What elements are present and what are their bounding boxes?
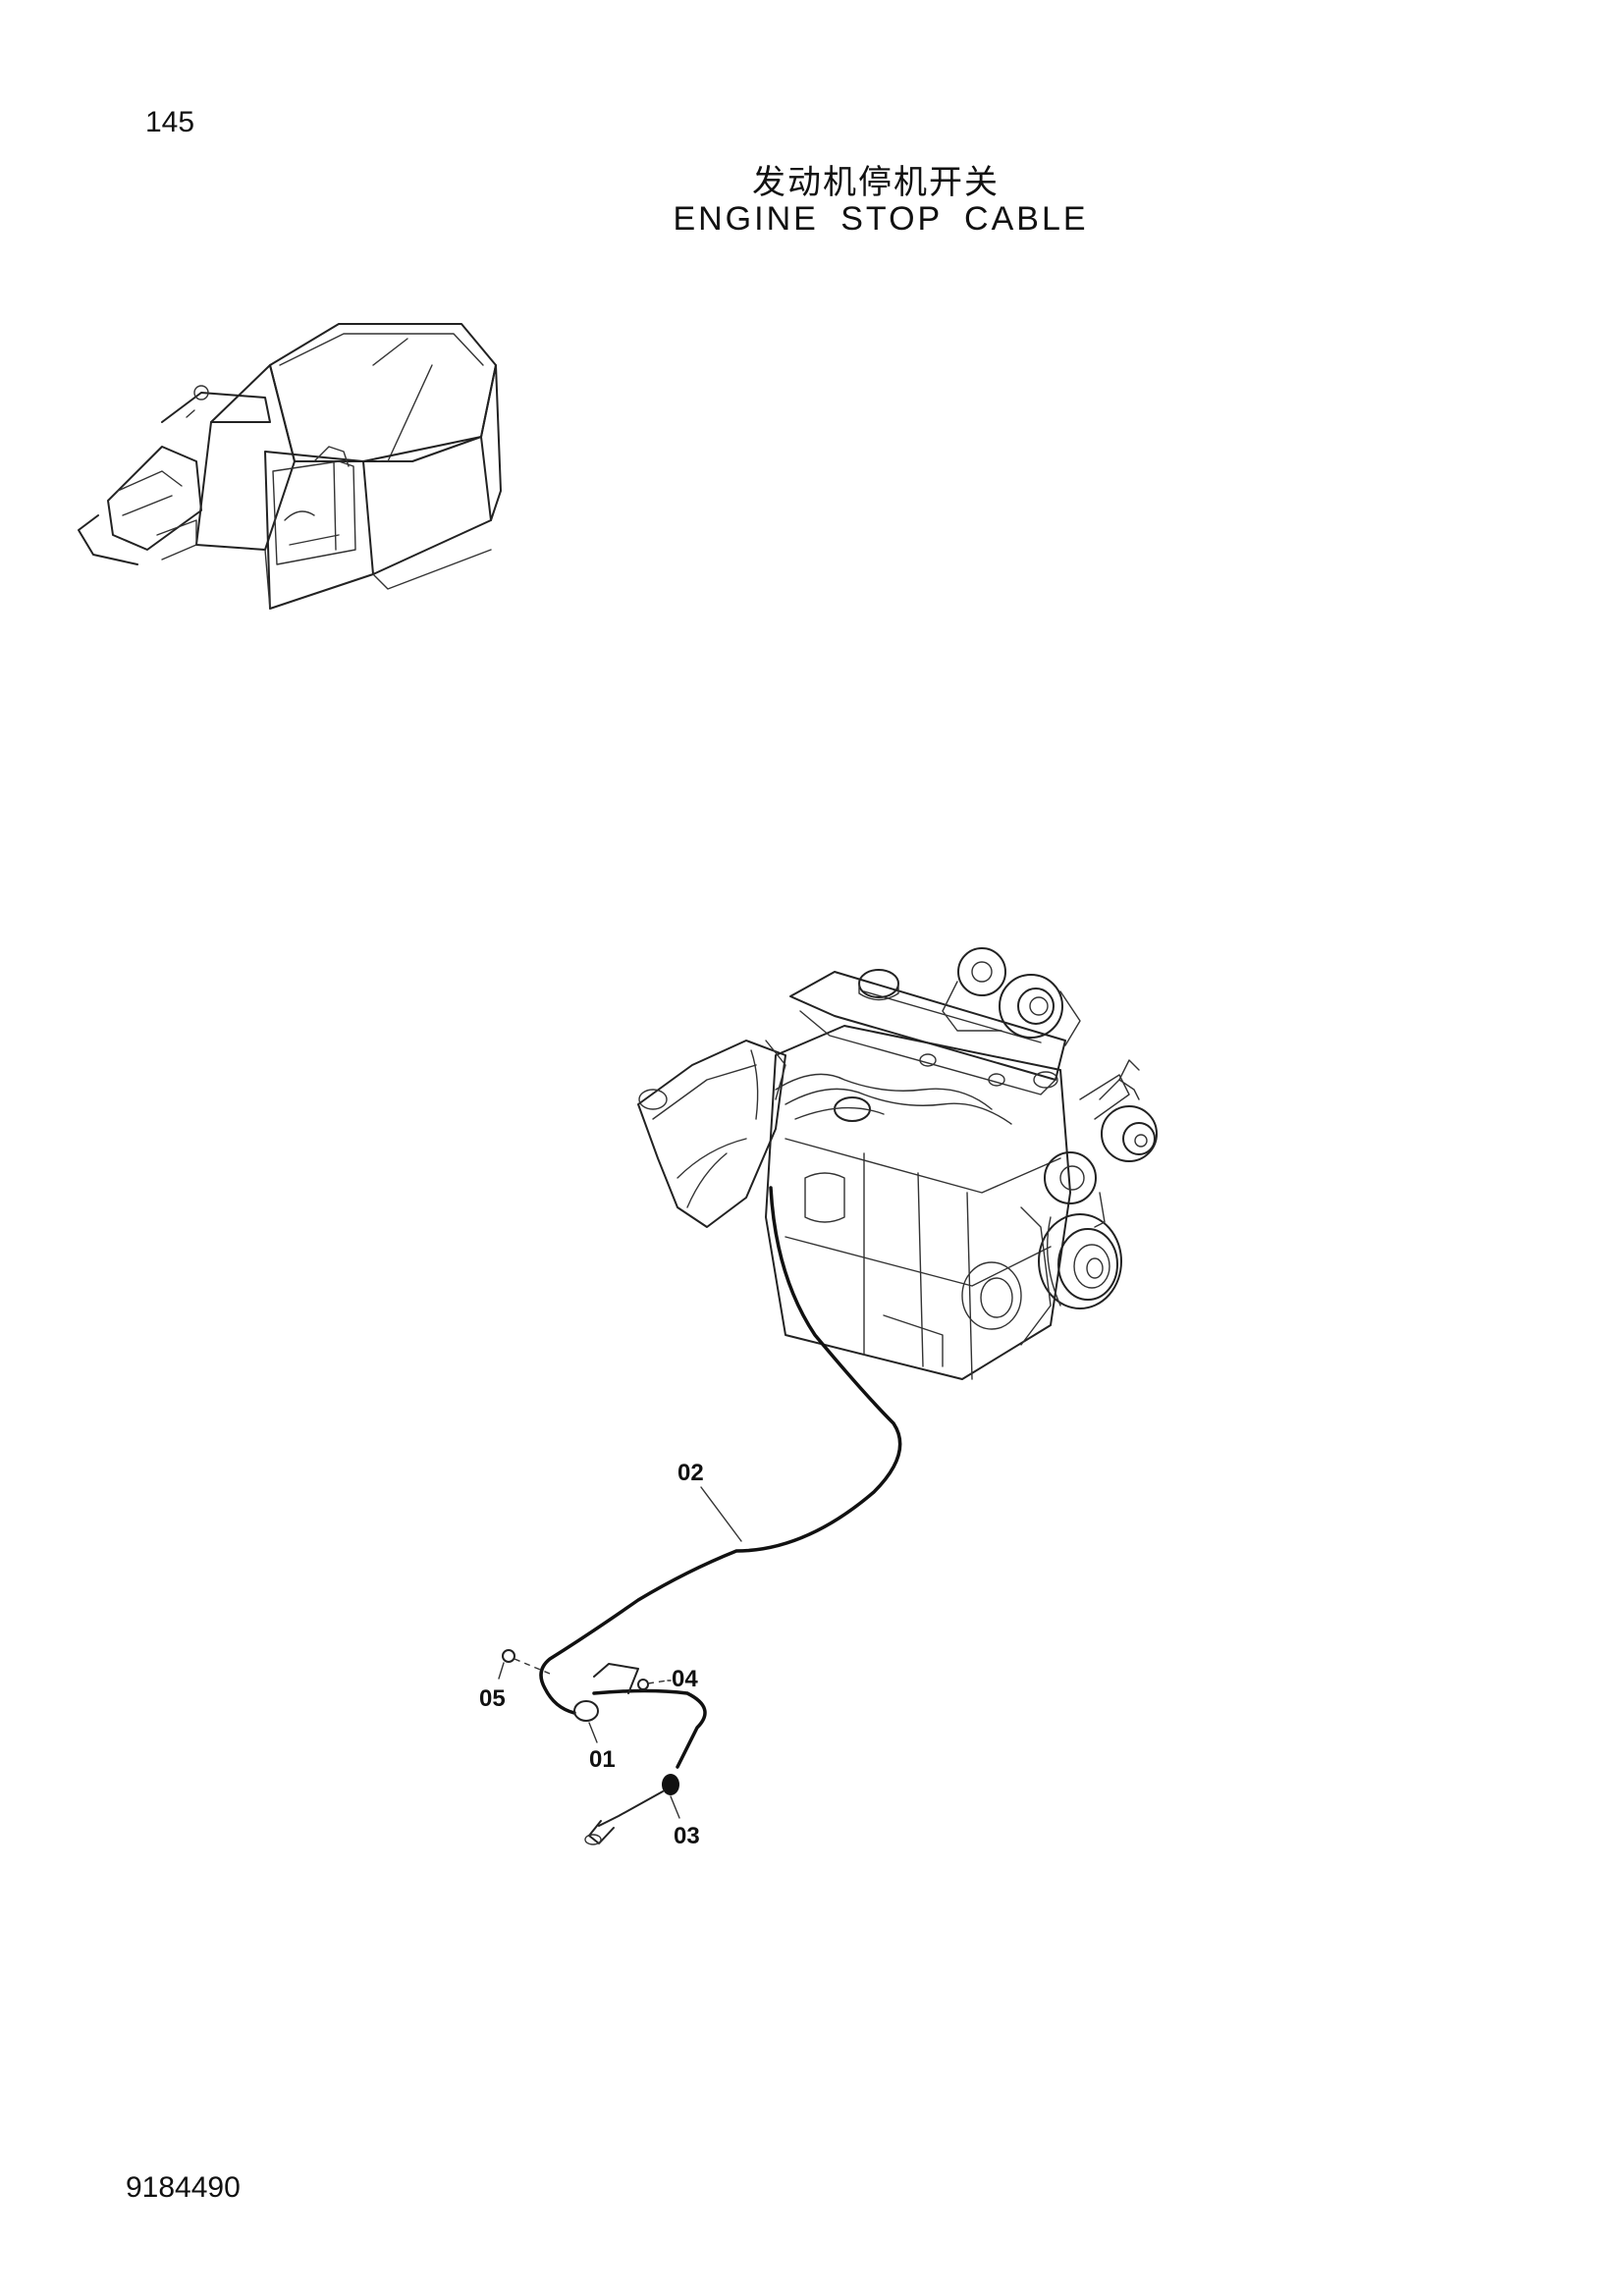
page-title-english: ENGINE STOP CABLE — [673, 200, 1089, 238]
document-number: 9184490 — [126, 2171, 241, 2204]
clamp-part — [573, 1700, 599, 1722]
callout-05: 05 — [479, 1685, 506, 1712]
callout-01: 01 — [589, 1746, 616, 1773]
bolt-part — [502, 1649, 515, 1663]
nut-part — [637, 1679, 649, 1690]
page-number: 145 — [145, 106, 195, 138]
callout-02: 02 — [677, 1460, 704, 1486]
bracket-part — [593, 1663, 639, 1694]
callout-03: 03 — [674, 1823, 700, 1849]
stop-cable-line — [539, 1186, 902, 1715]
callout-04: 04 — [672, 1666, 698, 1692]
knob-part — [662, 1774, 679, 1795]
page-title-chinese: 发动机停机开关 — [752, 163, 1000, 202]
